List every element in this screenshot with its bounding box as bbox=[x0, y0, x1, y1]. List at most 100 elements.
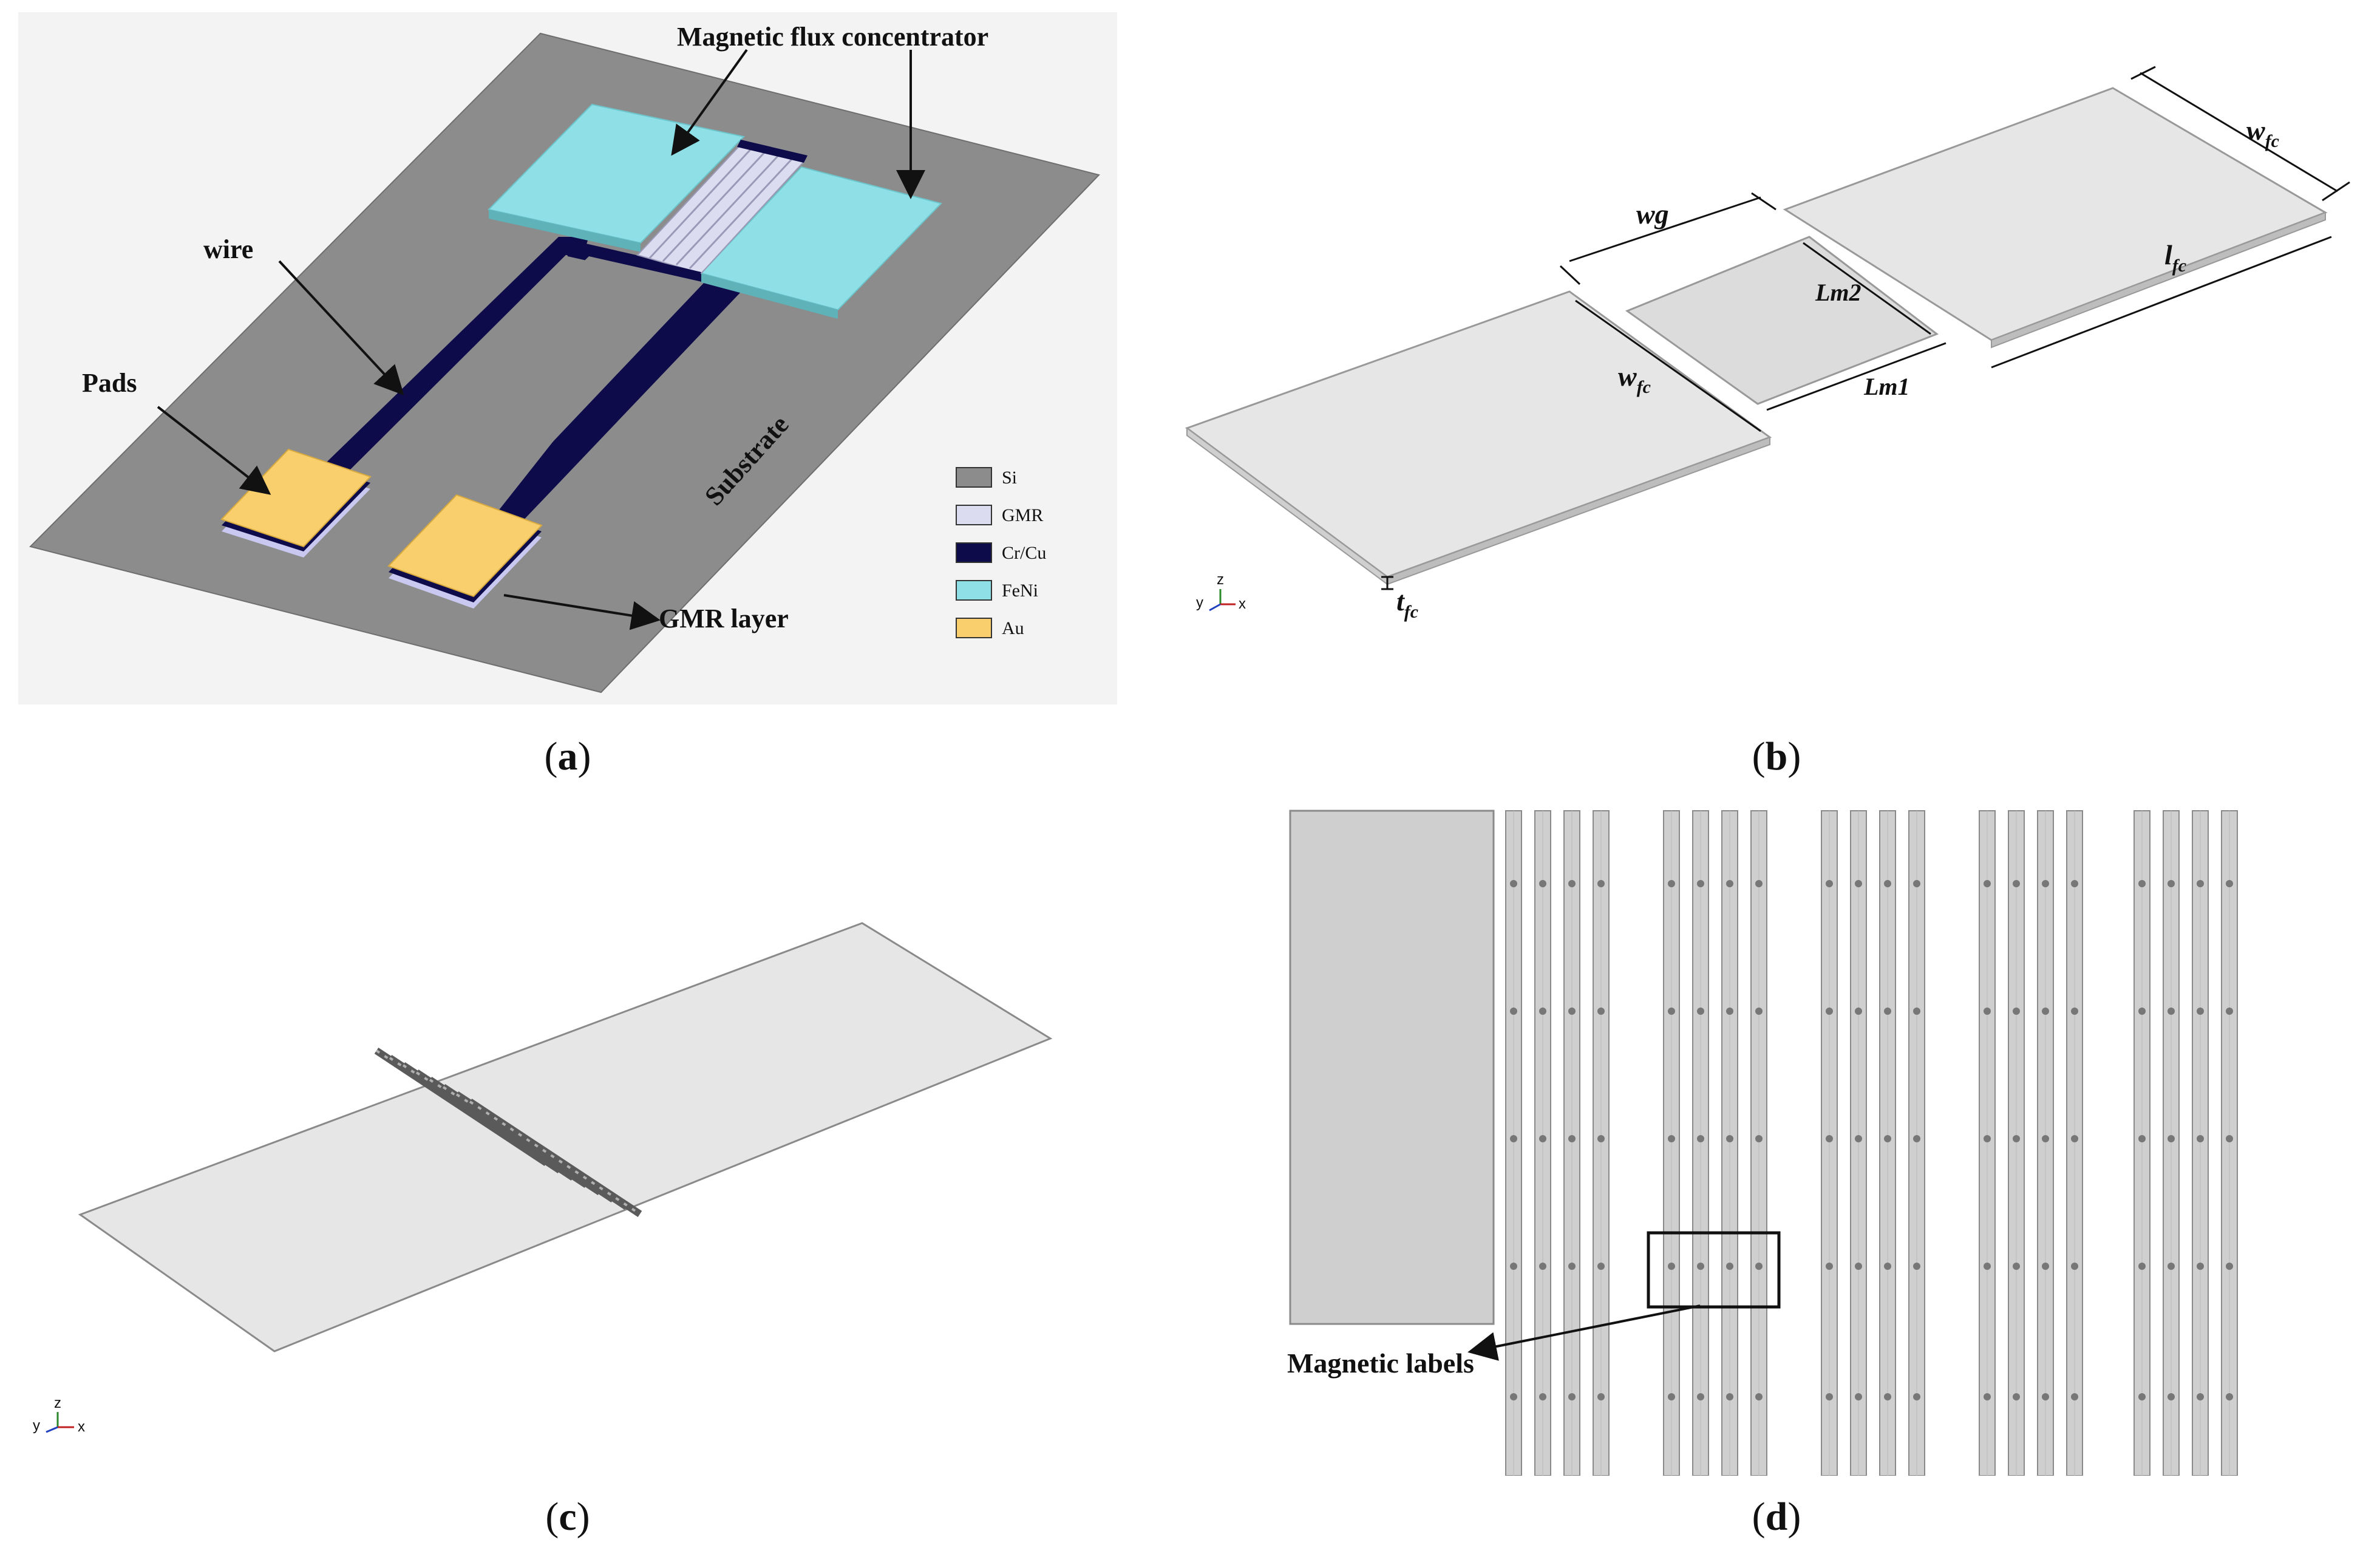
legend-label: Au bbox=[1002, 618, 1024, 638]
flux-concentrator-right-edge bbox=[701, 273, 838, 319]
pads-label: Pads bbox=[82, 368, 137, 398]
legend-item: GMR bbox=[956, 505, 1043, 525]
sensor-stripe bbox=[467, 1098, 642, 1218]
magnetic-label-dot bbox=[1568, 1135, 1576, 1142]
magnetic-label-dot bbox=[1568, 880, 1576, 887]
magnetic-label-dot bbox=[1755, 1008, 1763, 1015]
magnetic-label-dot bbox=[1726, 1135, 1733, 1142]
magnetic-label-dot bbox=[2013, 1008, 2020, 1015]
stripe-column bbox=[1721, 810, 1738, 1476]
svg-text:x: x bbox=[78, 1419, 85, 1435]
legend-swatch bbox=[956, 618, 992, 638]
magnetic-label-dot bbox=[2042, 1263, 2049, 1270]
svg-text:y: y bbox=[1196, 595, 1203, 611]
magnetic-label-dot bbox=[1668, 1135, 1675, 1142]
magnetic-label-dot bbox=[2197, 1393, 2204, 1400]
legend-label: FeNi bbox=[1002, 581, 1038, 601]
stripe-column bbox=[1593, 810, 1610, 1476]
magnetic-label-dot bbox=[1510, 1393, 1517, 1400]
magnetic-label-dot bbox=[1855, 880, 1862, 887]
gmr-block bbox=[1625, 236, 1939, 405]
magnetic-label-dot bbox=[1826, 880, 1833, 887]
magnetic-label-dot bbox=[2226, 1393, 2233, 1400]
flux-concentrator-label: Magnetic flux concentrator bbox=[677, 22, 988, 52]
pads-arrow bbox=[157, 406, 271, 495]
dim-lfc-label: lfc bbox=[2164, 239, 2186, 276]
dim-lfc-line bbox=[1991, 236, 2332, 369]
panel-d-figure: Magnetic labels bbox=[1287, 810, 2238, 1476]
magnetic-label-dot bbox=[1826, 1008, 1833, 1015]
magnetic-label-dot bbox=[1755, 880, 1763, 887]
legend-label: Cr/Cu bbox=[1002, 543, 1046, 563]
magnetic-label-dot bbox=[2226, 1135, 2233, 1142]
magnetic-label-dot bbox=[2138, 1393, 2146, 1400]
magnetic-label-dot bbox=[1597, 880, 1605, 887]
caption-a: (a) bbox=[544, 734, 591, 779]
magnetic-label-dot bbox=[1913, 880, 1920, 887]
magnetic-label-dot bbox=[2138, 1263, 2146, 1270]
dim-wfc-left-label: wfc bbox=[1618, 361, 1651, 397]
stripe-column bbox=[2163, 810, 2180, 1476]
magnetic-label-dot bbox=[1539, 880, 1546, 887]
magnetic-label-dot bbox=[1984, 880, 1991, 887]
caption-d-letter: d bbox=[1765, 1495, 1788, 1539]
magnetic-label-dot bbox=[2197, 880, 2204, 887]
magnetic-label-dot bbox=[1510, 880, 1517, 887]
wire-right-inner bbox=[358, 256, 704, 528]
magnetic-label-dot bbox=[1826, 1263, 1833, 1270]
magnetic-label-dot bbox=[1726, 1393, 1733, 1400]
stripe-column bbox=[2037, 810, 2054, 1476]
svg-text:z: z bbox=[54, 1395, 61, 1411]
stripe-column bbox=[1821, 810, 1838, 1476]
legend-label: GMR bbox=[1002, 505, 1043, 525]
axis-triad-b: z x y bbox=[1196, 571, 1246, 612]
magnetic-label-dot bbox=[1726, 1263, 1733, 1270]
magnetic-label-dot bbox=[1668, 880, 1675, 887]
wire-arrow bbox=[278, 260, 404, 395]
gmr-layer-label: GMR layer bbox=[659, 604, 789, 633]
dim-lm1-label: Lm1 bbox=[1863, 373, 1910, 400]
magnetic-label-dot bbox=[1668, 1008, 1675, 1015]
magnetic-label-dot bbox=[1884, 1135, 1891, 1142]
flux-strip bbox=[78, 922, 1053, 1352]
magnetic-label-dot bbox=[1697, 880, 1704, 887]
gmr-contacts-bottom bbox=[625, 255, 701, 279]
magnetic-label-dot bbox=[2013, 1263, 2020, 1270]
svg-text:y: y bbox=[33, 1417, 40, 1434]
magnetic-label-dot bbox=[1697, 1393, 1704, 1400]
magnetic-label-dot bbox=[1668, 1263, 1675, 1270]
magnetic-label-dot bbox=[2168, 1393, 2175, 1400]
magnetic-label-dot bbox=[1755, 1135, 1763, 1142]
wire-left-long bbox=[308, 237, 583, 480]
magnetic-label-dot bbox=[1855, 1008, 1862, 1015]
dim-lm1-line bbox=[1766, 342, 1946, 411]
magnetic-label-dot bbox=[1884, 1393, 1891, 1400]
pad-right bbox=[387, 494, 543, 598]
panel-a-figure: Magnetic flux concentrator wire Pads Sub… bbox=[18, 12, 1117, 704]
dim-wg-label: wg bbox=[1636, 199, 1669, 230]
dim-wfc-right-line bbox=[2140, 72, 2338, 193]
magnetic-label-dot bbox=[1697, 1135, 1704, 1142]
flux-arrow-left bbox=[671, 49, 748, 156]
magnetic-label-dot bbox=[1913, 1008, 1920, 1015]
magnetic-label-dot bbox=[1597, 1263, 1605, 1270]
magnetic-label-dot bbox=[2042, 1393, 2049, 1400]
magnetic-label-dot bbox=[1984, 1008, 1991, 1015]
magnetic-label-dot bbox=[1755, 1263, 1763, 1270]
gmr-contacts-top bbox=[737, 140, 807, 163]
magnetic-label-dot bbox=[1597, 1135, 1605, 1142]
magnetic-label-dot bbox=[1697, 1263, 1704, 1270]
dim-lm2-label: Lm2 bbox=[1815, 279, 1861, 306]
magnetic-label-dot bbox=[2226, 1008, 2233, 1015]
stripe-column bbox=[2008, 810, 2025, 1476]
magnetic-label-dot bbox=[2168, 880, 2175, 887]
magnetic-label-dot bbox=[1913, 1393, 1920, 1400]
magnetic-label-dot bbox=[1855, 1135, 1862, 1142]
dim-lm2-line bbox=[1803, 242, 1931, 335]
panel-b-figure: wg Lm2 Lm1 wfc wfc lfc tfc z x y bbox=[1185, 66, 2350, 622]
legend-item: FeNi bbox=[956, 580, 1038, 601]
magnetic-labels-label: Magnetic labels bbox=[1287, 1348, 1474, 1379]
gmr-layer-arrow bbox=[503, 594, 661, 630]
concentrator-edge bbox=[1289, 810, 1495, 1325]
